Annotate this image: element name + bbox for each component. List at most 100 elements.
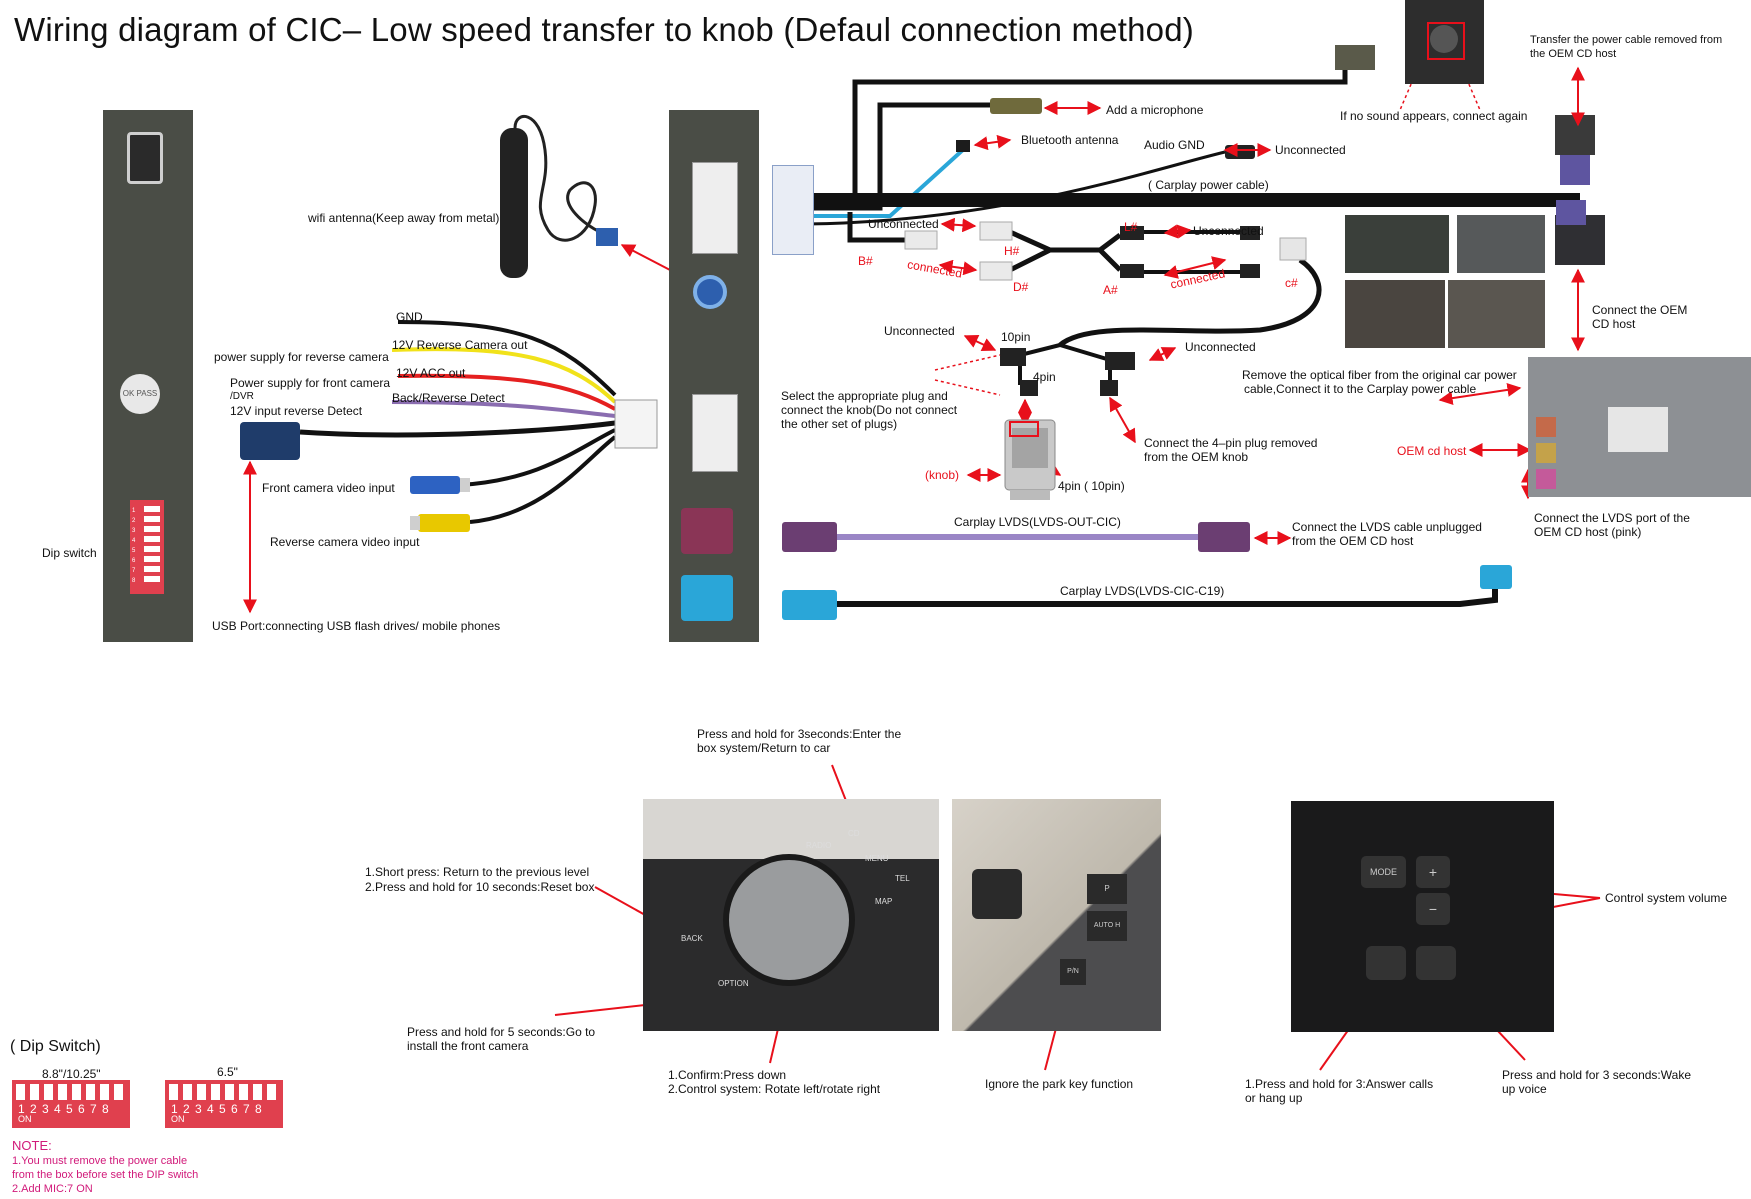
host-label-sticker xyxy=(1608,407,1668,452)
host-port-pink xyxy=(1536,469,1556,489)
note-line-2: from the box before set the DIP switch xyxy=(12,1169,199,1181)
knob-key-back[interactable]: BACK xyxy=(681,934,703,943)
gear-key-p[interactable]: P xyxy=(1087,874,1127,904)
knob-key-tel[interactable]: TEL xyxy=(895,874,910,883)
dip-switch-label: Dip switch xyxy=(42,546,97,560)
knob-key-cd[interactable]: CD xyxy=(848,829,860,838)
install-photo-4 xyxy=(1448,280,1545,348)
wheel-key-minus[interactable]: − xyxy=(1416,893,1450,925)
a-hash-label: A# xyxy=(1103,283,1118,297)
middle-box-panel xyxy=(669,110,759,642)
install-photo-1 xyxy=(1345,215,1449,273)
connect-lvds-port-2: OEM CD host (pink) xyxy=(1534,525,1642,539)
wake-label-1: Press and hold for 3 seconds:Wake xyxy=(1502,1068,1691,1082)
gear-key-pn[interactable]: P/N xyxy=(1060,959,1086,985)
knob-key-option[interactable]: OPTION xyxy=(718,979,749,988)
unconnected-10pin-label: Unconnected xyxy=(884,324,955,338)
knob-key-menu[interactable]: MENU xyxy=(865,854,889,863)
voice-button-icon[interactable] xyxy=(1416,946,1456,980)
qc-sticker: OK PASS xyxy=(120,374,160,414)
wake-label-2: up voice xyxy=(1502,1082,1547,1096)
unconnected-b-label: Unconnected xyxy=(868,217,939,231)
note-line-1: 1.You must remove the power cable xyxy=(12,1155,188,1167)
harness-connector-port xyxy=(692,394,738,472)
park-button[interactable] xyxy=(972,869,1022,919)
mic-location-photo xyxy=(1405,0,1484,84)
back-label-1: 1.Short press: Return to the previous le… xyxy=(365,865,590,879)
install-photo-2 xyxy=(1457,215,1545,273)
volume-label: Control system volume xyxy=(1605,891,1728,905)
answer-label-2: or hang up xyxy=(1245,1091,1303,1105)
oem-cd-host-photo xyxy=(1528,357,1751,497)
lvds-c19-label: Carplay LVDS(LVDS-CIC-C19) xyxy=(1060,584,1225,598)
knob-key-radio[interactable]: RADIO xyxy=(806,841,832,850)
knob-key-map[interactable]: MAP xyxy=(875,897,893,906)
back-detect-label: Back/Reverse Detect xyxy=(392,391,505,405)
select-plug-label-3: the other set of plugs) xyxy=(781,417,898,431)
main-connector-port xyxy=(692,162,738,254)
wheel-key-mode[interactable]: MODE xyxy=(1361,856,1406,888)
connect-lvds-unplugged-1: Connect the LVDS cable unplugged xyxy=(1292,520,1482,534)
phone-button-icon[interactable] xyxy=(1366,946,1406,980)
park-label: Ignore the park key function xyxy=(985,1077,1134,1091)
wifi-antenna-label: wifi antenna(Keep away from metal) xyxy=(308,211,500,225)
transfer-power-label-2: the OEM CD host xyxy=(1530,48,1617,60)
bluetooth-label: Bluetooth antenna xyxy=(1021,133,1119,147)
dip-on-b: ON xyxy=(171,1114,185,1124)
dip-numbers-vertical: 1 2 3 4 5 6 7 8 xyxy=(132,508,136,584)
confirm-label-1: 1.Confirm:Press down xyxy=(668,1068,787,1082)
audio-gnd-label: Audio GND xyxy=(1144,138,1205,152)
back-label-2: 2.Press and hold for 10 seconds:Reset bo… xyxy=(365,880,595,894)
note-title: NOTE: xyxy=(12,1138,52,1153)
pin4-10-label: 4pin ( 10pin) xyxy=(1058,479,1125,493)
acc-out-label: 12V ACC out xyxy=(396,366,466,380)
install-photo-3 xyxy=(1345,280,1445,348)
lvds-blue-port xyxy=(681,575,733,621)
rev-video-label: Reverse camera video input xyxy=(270,535,420,549)
b-hash-label: B# xyxy=(858,254,873,268)
knob-module-icon xyxy=(1004,419,1056,500)
confirm-label-2: 2.Control system: Rotate left/rotate rig… xyxy=(668,1082,881,1096)
option-label-2: install the front camera xyxy=(407,1039,529,1053)
l-hash-label: L# xyxy=(1124,220,1138,234)
usb-label: USB Port:connecting USB flash drives/ mo… xyxy=(212,619,501,633)
pin10-label: 10pin xyxy=(1001,330,1031,344)
lvds-out-label: Carplay LVDS(LVDS-OUT-CIC) xyxy=(954,515,1121,529)
select-plug-label-1: Select the appropriate plug and xyxy=(781,389,948,403)
dip-switch-vertical[interactable]: 1 2 3 4 5 6 7 8 xyxy=(130,500,164,594)
rev-cam-out-label: 12V Reverse Camera out xyxy=(392,338,528,352)
knob-label: (knob) xyxy=(925,468,960,482)
unconnected-l-label: Unconnected xyxy=(1193,224,1264,238)
connect-lvds-port-1: Connect the LVDS port of the xyxy=(1534,511,1690,525)
wheel-key-plus[interactable]: + xyxy=(1416,856,1450,888)
diagram-title: Wiring diagram of CIC– Low speed transfe… xyxy=(14,11,1194,48)
dip-switch-8-10[interactable]: 1 2 3 4 5 6 7 8 ON xyxy=(12,1080,130,1128)
host-port-2 xyxy=(1536,443,1556,463)
gear-key-autoh[interactable]: AUTO H xyxy=(1087,911,1127,941)
option-label-1: Press and hold for 5 seconds:Go to xyxy=(407,1025,596,1039)
lvds-cables xyxy=(782,522,1512,620)
wifi-antenna-icon xyxy=(500,114,618,278)
c-hash-label: c# xyxy=(1285,276,1298,290)
if-no-sound-label: If no sound appears, connect again xyxy=(1340,109,1528,123)
remove-fiber-label-1: Remove the optical fiber from the origin… xyxy=(1242,368,1517,382)
d-hash-label: D# xyxy=(1013,280,1029,294)
host-port-1 xyxy=(1536,417,1556,437)
pin4-label: 4pin xyxy=(1033,370,1056,384)
idrive-knob-icon[interactable] xyxy=(723,854,855,986)
connect-oem-label-2: CD host xyxy=(1592,317,1636,331)
remove-fiber-label-2: cable,Connect it to the Carplay power ca… xyxy=(1244,382,1477,396)
menu-hold-label-2: box system/Return to car xyxy=(697,741,831,755)
dip-levers-a xyxy=(16,1084,126,1100)
dash-trim xyxy=(643,799,939,859)
dip-levers xyxy=(144,506,160,586)
connect-lvds-unplugged-2: from the OEM CD host xyxy=(1292,534,1414,548)
h-hash-label: H# xyxy=(1004,244,1020,258)
front-power-label: Power supply for front camera xyxy=(230,376,391,390)
add-mic-label: Add a microphone xyxy=(1106,103,1204,117)
dip-switch-6-5[interactable]: 1 2 3 4 5 6 7 8 ON xyxy=(165,1080,283,1128)
oem-cd-host-label: OEM cd host xyxy=(1397,444,1467,458)
dip-numbers-a: 1 2 3 4 5 6 7 8 xyxy=(18,1102,110,1116)
harness-arrows xyxy=(938,66,1585,545)
